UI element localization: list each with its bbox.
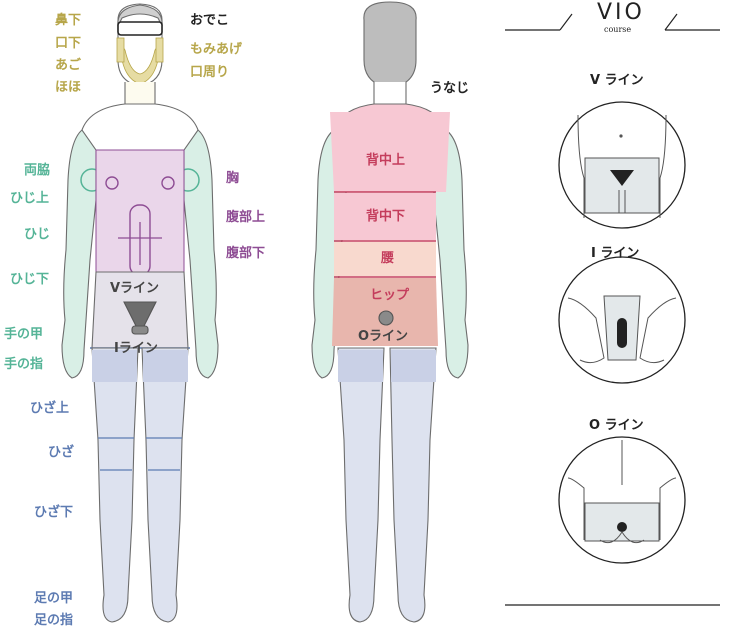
o-line-shape xyxy=(617,522,627,532)
i-line-legs xyxy=(567,297,677,364)
label-te-no-kou: 手の甲 xyxy=(4,327,44,342)
thigh-shade-right xyxy=(143,350,188,382)
left-leg-front xyxy=(91,347,139,623)
label-ashi-no-kou: 足の甲 xyxy=(34,591,74,606)
back-upper-zone xyxy=(330,112,450,192)
label-te-no-yubi: 手の指 xyxy=(4,357,44,372)
vio-subtitle: course xyxy=(604,25,632,34)
right-leg-back xyxy=(389,347,437,623)
back-neck xyxy=(373,82,407,107)
o-line-back xyxy=(567,477,677,540)
label-hiza-shita: ひざ下 xyxy=(34,505,74,520)
back-thigh-shade-right xyxy=(391,350,436,382)
label-hiza: ひざ xyxy=(48,445,75,460)
front-body xyxy=(61,3,219,623)
v-line-body xyxy=(577,114,667,218)
back-lower-zone xyxy=(334,193,436,240)
v-line-shape xyxy=(610,170,634,186)
label-hoho: ほほ xyxy=(55,80,82,95)
left-arm xyxy=(61,129,97,379)
navel xyxy=(619,134,623,138)
face-hair-zone xyxy=(119,40,161,85)
right-leg-front xyxy=(141,347,189,623)
odeko-area xyxy=(117,21,163,36)
right-arm xyxy=(183,129,219,379)
vio-panel xyxy=(505,13,720,606)
label-mune: 胸 xyxy=(226,171,240,186)
back-thigh-shade-left xyxy=(338,350,383,382)
vio-top-line-right-diag xyxy=(664,13,678,31)
label-i-line: Iライン xyxy=(114,341,158,356)
momiage-left xyxy=(116,37,125,63)
label-ashi-no-yubi: 足の指 xyxy=(34,613,74,628)
o-line-cleft xyxy=(599,531,645,544)
waist-zone xyxy=(334,242,436,276)
vio-title: VIO xyxy=(597,0,645,25)
front-shoulders xyxy=(81,103,199,151)
momiage-right xyxy=(155,37,164,63)
label-fukubu-shita: 腹部下 xyxy=(226,246,266,261)
label-senaka-ue: 背中上 xyxy=(366,153,406,168)
label-o-line: Oライン xyxy=(358,329,409,344)
thigh-shade-left xyxy=(92,350,137,382)
right-nipple-marker xyxy=(161,176,175,190)
label-kuchi-shita: 口下 xyxy=(55,36,82,51)
label-hiji-ue: ひじ上 xyxy=(10,191,50,206)
o-line-marker xyxy=(378,310,394,326)
label-ryowaki: 両脇 xyxy=(24,163,51,178)
vio-top-line-left-diag xyxy=(559,13,573,31)
label-kuchi-mawari: 口周り xyxy=(190,65,230,80)
left-nipple-marker xyxy=(105,176,119,190)
label-hiza-ue: ひざ上 xyxy=(30,401,70,416)
left-leg-back xyxy=(337,347,385,623)
i-line-shape xyxy=(617,318,627,348)
vio-o-label: O ライン xyxy=(589,418,644,433)
label-hana-shita: 鼻下 xyxy=(55,13,82,28)
front-hair xyxy=(117,4,163,28)
vio-i-label: I ライン xyxy=(591,246,640,261)
i-line-marker xyxy=(131,325,149,335)
label-ago: あご xyxy=(55,58,82,73)
label-hip: ヒップ xyxy=(370,288,410,303)
label-koshi: 腰 xyxy=(381,251,395,266)
label-fukubu-ue: 腹部上 xyxy=(226,210,266,225)
label-momiage: もみあげ xyxy=(190,42,243,57)
label-hiji-shita: ひじ下 xyxy=(10,272,50,287)
label-hiji: ひじ xyxy=(24,227,51,242)
label-odeko: おでこ xyxy=(190,13,230,28)
front-neck xyxy=(124,82,156,107)
back-head xyxy=(363,1,417,89)
back-body xyxy=(311,1,469,623)
vio-v-label: V ライン xyxy=(590,73,644,88)
label-senaka-shita: 背中下 xyxy=(366,209,406,224)
label-unaji: うなじ xyxy=(430,81,470,96)
label-v-line: Vライン xyxy=(110,281,160,296)
